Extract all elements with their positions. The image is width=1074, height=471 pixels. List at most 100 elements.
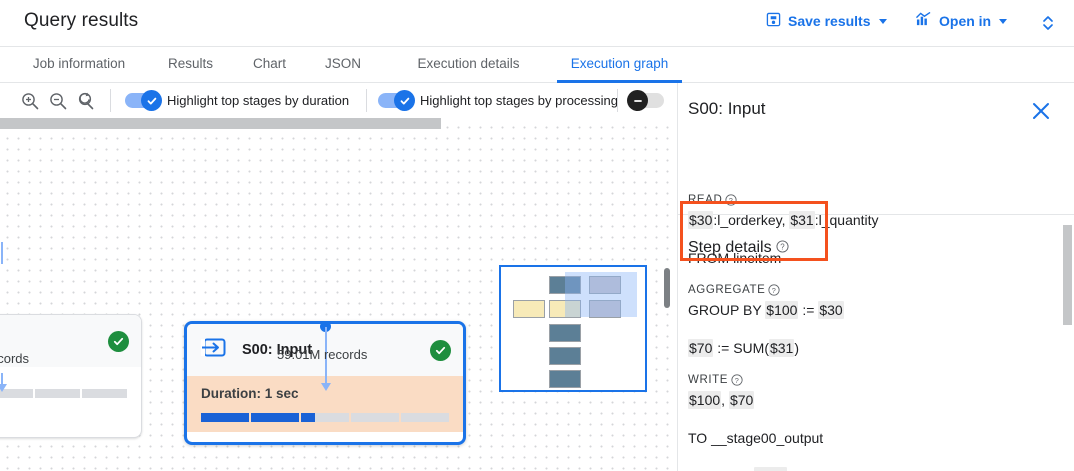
zoom-reset-icon[interactable] [76, 91, 96, 111]
switch-label: Highlight top stages by duration [167, 93, 350, 108]
toolbar-divider-2 [366, 89, 367, 112]
graph-node-left-partial[interactable] [0, 314, 142, 438]
variable-chip: $30 [818, 301, 844, 319]
edge-arrow-s01 [320, 383, 331, 391]
detail-text: :l_orderkey, [713, 212, 790, 228]
detail-text: ) [794, 340, 800, 356]
detail-kicker-label: WRITE [688, 374, 729, 386]
duration-segment-bar [0, 389, 127, 398]
toggle-knob [627, 90, 648, 111]
detail-text: TO __stage00_output [688, 430, 824, 446]
segment [35, 389, 81, 398]
variable-chip: $100 [688, 391, 722, 409]
segment [351, 413, 399, 422]
save-results-button[interactable]: Save results [766, 12, 887, 30]
svg-text:?: ? [729, 196, 734, 205]
svg-text:?: ? [735, 376, 740, 385]
variable-chip: $70 [728, 391, 755, 409]
detail-line: BY HASH($100) [688, 466, 1053, 471]
minimap-node [549, 324, 581, 342]
page-header: Query results Save results Open in [0, 0, 1074, 47]
node-duration: Duration: 1 sec [201, 386, 299, 401]
step-details-heading: Step details ? [688, 239, 789, 257]
edge-label-left: ecords [0, 351, 30, 366]
panel-scrollbar[interactable] [1063, 225, 1072, 325]
zoom-out-icon[interactable] [48, 91, 68, 111]
input-arrow-icon [201, 334, 228, 366]
toggle-switch[interactable] [125, 90, 162, 111]
minimap-node [589, 300, 621, 318]
switch-highlight-processing[interactable]: Highlight top stages by processing [378, 83, 618, 118]
node-header [0, 315, 141, 367]
panel-content: Step details ? READ?$30:l_orderkey, $31:… [678, 178, 1074, 471]
tab-json[interactable]: JSON [324, 56, 361, 71]
variable-chip: $30 [688, 211, 714, 229]
variable-chip: $100 [753, 467, 788, 471]
variable-chip: $31 [789, 211, 815, 229]
tab-execution-graph[interactable]: Execution graph [557, 47, 682, 83]
detail-text: ) [787, 468, 792, 471]
minimap-node [589, 276, 621, 294]
edge-arrow-left [0, 384, 7, 392]
graph-horizontal-scrollbar[interactable] [0, 118, 441, 129]
segment [201, 413, 249, 422]
tab-chart[interactable]: Chart [252, 56, 286, 71]
svg-text:?: ? [780, 243, 785, 252]
detail-kicker: AGGREGATE? [688, 284, 1053, 296]
help-icon[interactable]: ? [768, 284, 780, 296]
expand-collapse-button[interactable] [1035, 10, 1061, 36]
switch-third-option[interactable] [627, 83, 664, 118]
variable-chip: $70 [688, 339, 714, 357]
minimap-node [513, 300, 545, 318]
save-results-label: Save results [788, 13, 871, 29]
segment [301, 413, 349, 422]
detail-text: :l_quantity [814, 212, 879, 228]
variable-chip: $100 [765, 301, 799, 319]
detail-kicker: WRITE? [688, 374, 1053, 386]
svg-text:?: ? [772, 286, 777, 295]
graph-minimap[interactable] [499, 265, 647, 392]
segment [401, 413, 449, 422]
segment [0, 389, 34, 398]
segment [251, 413, 299, 422]
toggle-knob [394, 90, 415, 111]
tab-bar: Job information Results Chart JSON Execution… [0, 47, 1074, 83]
help-icon[interactable]: ? [725, 194, 737, 206]
execution-graph-canvas[interactable]: ecords S00: Input Duration: 1 sec [0, 118, 676, 471]
edge-line-s00-s01 [324, 327, 327, 371]
close-icon[interactable] [1030, 100, 1052, 122]
edge-line-left [1, 242, 3, 264]
node-body [0, 367, 141, 423]
tab-job-information[interactable]: Job information [32, 56, 126, 71]
detail-text: BY HASH( [688, 468, 754, 471]
detail-line: TO __stage00_output [688, 428, 1053, 448]
edge-label-records: 59.01M records [277, 347, 368, 362]
tab-results[interactable]: Results [167, 56, 213, 71]
tab-execution-details[interactable]: Execution details [417, 56, 520, 71]
detail-kicker-label: AGGREGATE [688, 284, 766, 296]
toggle-switch[interactable] [627, 90, 664, 111]
help-icon[interactable]: ? [776, 240, 789, 253]
page-title: Query results [24, 10, 139, 31]
panel-divider [678, 214, 1074, 215]
chevron-down-icon [878, 18, 887, 24]
detail-kicker-label: READ [688, 194, 723, 206]
toggle-switch[interactable] [378, 90, 415, 111]
minimap-node [549, 300, 581, 318]
minimap-node [549, 347, 581, 365]
minimap-viewport[interactable] [565, 272, 637, 317]
switch-highlight-duration[interactable]: Highlight top stages by duration [125, 83, 349, 118]
chart-icon [915, 11, 932, 30]
help-icon[interactable]: ? [731, 374, 743, 386]
variable-chip: $31 [768, 339, 795, 357]
detail-line: $100, $70 [688, 390, 1053, 410]
minimap-node [549, 276, 581, 294]
segment [82, 389, 127, 398]
chevron-down-icon [999, 18, 1008, 24]
open-in-button[interactable]: Open in [915, 11, 1008, 30]
detail-text: , [721, 392, 729, 408]
edge-source-dot [320, 321, 331, 332]
graph-vertical-scrollbar[interactable] [664, 268, 670, 308]
zoom-in-icon[interactable] [20, 91, 40, 111]
toolbar-divider-1 [110, 89, 111, 112]
